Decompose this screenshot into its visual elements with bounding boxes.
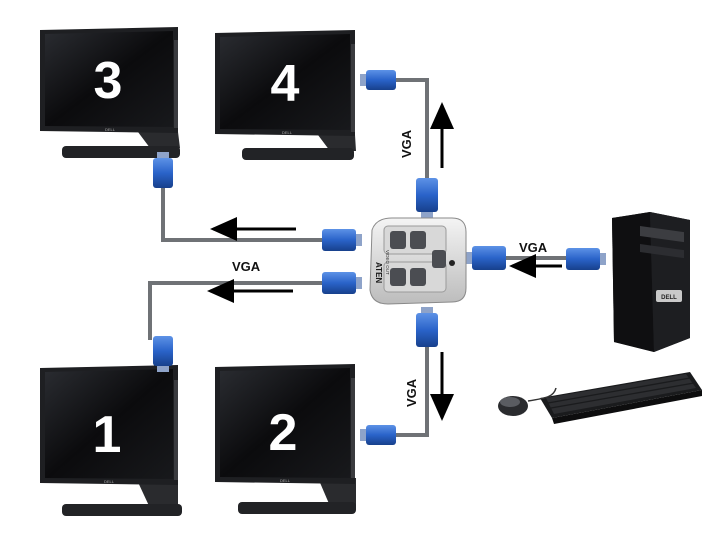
splitter-port-3 xyxy=(390,268,406,286)
cable-monitor-2 xyxy=(385,325,429,437)
monitor-4-brand: DELL xyxy=(282,130,293,135)
computer-tower: DELL xyxy=(612,212,690,352)
vga-connector-top-cable xyxy=(416,178,438,218)
vga-connector-monitor-1 xyxy=(153,336,173,372)
vga-label-bottom: VGA xyxy=(404,378,419,407)
keyboard xyxy=(540,372,702,424)
vga-label-right: VGA xyxy=(519,240,548,255)
splitter-port-1 xyxy=(390,231,406,249)
power-led xyxy=(449,260,455,266)
vga-connector-monitor-3 xyxy=(153,152,173,188)
vga-connector-computer xyxy=(566,248,606,270)
vga-label-top: VGA xyxy=(399,129,414,158)
splitter-port-4 xyxy=(410,268,426,286)
monitor-1-brand: DELL xyxy=(104,479,115,484)
vga-connector-left-lower xyxy=(322,272,362,294)
signal-arrows xyxy=(207,102,562,421)
vga-connectors xyxy=(153,70,606,445)
splitter-port-2 xyxy=(410,231,426,249)
monitor-3: 3 DELL xyxy=(40,27,180,158)
monitor-2: 2 DELL xyxy=(215,364,356,514)
cable-monitor-1 xyxy=(148,281,330,340)
monitor-1: 1 DELL xyxy=(40,365,182,516)
cable-monitor-3 xyxy=(161,180,330,242)
monitor-1-number: 1 xyxy=(93,406,122,464)
vga-connector-monitor-4 xyxy=(360,70,396,90)
vga-connector-left-upper xyxy=(322,229,362,251)
mouse xyxy=(498,387,557,416)
vga-label-left: VGA xyxy=(232,259,261,274)
monitor-4-number: 4 xyxy=(271,55,300,113)
splitter-brand: ATEN xyxy=(374,262,383,283)
monitor-3-number: 3 xyxy=(94,52,123,110)
vga-connector-monitor-2 xyxy=(360,425,396,445)
monitor-2-number: 2 xyxy=(269,404,298,462)
monitor-2-brand: DELL xyxy=(280,478,291,483)
vga-connector-splitter-input xyxy=(466,246,506,270)
computer-brand: DELL xyxy=(661,295,677,301)
monitor-4: 4 DELL xyxy=(215,30,356,160)
vga-connector-bottom-cable xyxy=(416,307,438,347)
vga-splitter: ATEN VIDEO OUT xyxy=(369,217,467,305)
splitter-input-port xyxy=(432,250,446,268)
splitter-port-label: VIDEO OUT xyxy=(385,250,390,275)
monitor-3-brand: DELL xyxy=(105,127,116,132)
